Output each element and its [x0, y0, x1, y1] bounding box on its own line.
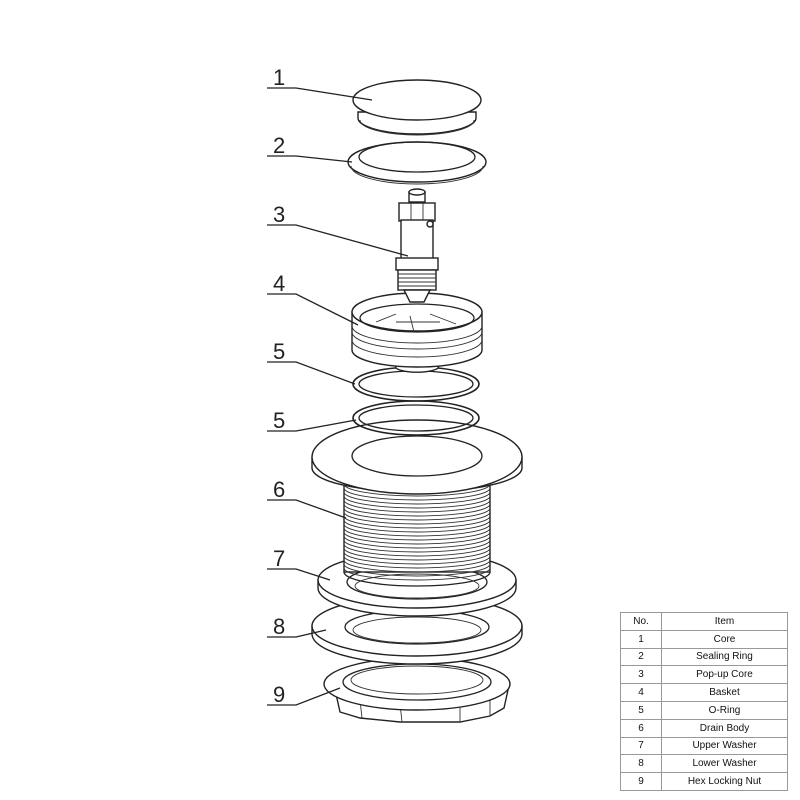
thread-line	[343, 491, 491, 505]
thread-line	[343, 567, 491, 581]
thread-line	[343, 515, 491, 529]
part-basket	[351, 292, 483, 373]
row-no: 2	[620, 647, 662, 667]
thread-line	[343, 511, 491, 525]
callout-number: 8	[273, 614, 285, 639]
callout-leader	[267, 87, 373, 101]
thread-line	[343, 483, 491, 497]
callout-number: 2	[273, 133, 285, 158]
callout-5a: 5	[267, 339, 356, 385]
callout-7: 7	[267, 546, 331, 581]
thread-line	[343, 523, 491, 537]
callout-4: 4	[267, 271, 359, 326]
callout-1: 1	[267, 65, 373, 101]
row-no: 1	[620, 629, 662, 649]
thread-line	[343, 503, 491, 517]
thread-line	[343, 495, 491, 509]
callout-leader	[267, 629, 327, 638]
row-item: O-Ring	[661, 700, 788, 720]
row-no: 6	[620, 718, 662, 738]
row-no: 7	[620, 736, 662, 756]
part-pop-up-core	[395, 188, 439, 303]
callout-leader	[267, 361, 356, 385]
callout-number: 9	[273, 682, 285, 707]
thread-line	[343, 539, 491, 553]
part-hex-locking-nut	[323, 657, 511, 723]
thread-line	[343, 547, 491, 561]
row-item: Basket	[661, 683, 788, 702]
thread-line	[343, 531, 491, 545]
column-header-item: Item	[661, 612, 788, 631]
part-drain-body	[311, 419, 523, 587]
callout-6: 6	[267, 477, 347, 519]
column-header-no: No.	[620, 612, 662, 631]
callout-leader	[267, 155, 353, 163]
callout-number: 7	[273, 546, 285, 571]
table-header-row: No. Item	[620, 612, 788, 631]
thread-line	[343, 527, 491, 541]
row-no: 9	[620, 772, 662, 791]
callout-number: 1	[273, 65, 285, 90]
thread-line	[343, 499, 491, 513]
part-core-cap	[352, 79, 482, 136]
row-item: Sealing Ring	[661, 647, 788, 667]
thread-line	[343, 507, 491, 521]
callout-leader	[267, 687, 341, 706]
row-no: 3	[620, 665, 662, 685]
callout-number: 5	[273, 339, 285, 364]
row-item: Core	[661, 629, 788, 649]
callout-8: 8	[267, 614, 327, 639]
callout-number: 3	[273, 202, 285, 227]
callout-number: 5	[273, 408, 285, 433]
part-sealing-ring	[347, 141, 487, 185]
callout-5b: 5	[267, 408, 357, 433]
drain-body-threads	[343, 479, 491, 581]
row-no: 4	[620, 683, 662, 702]
thread-line	[343, 543, 491, 557]
callout-9: 9	[267, 682, 341, 707]
row-item: Lower Washer	[661, 754, 788, 774]
thread-line	[343, 519, 491, 533]
callout-2: 2	[267, 133, 353, 163]
thread-line	[343, 559, 491, 573]
callout-3: 3	[267, 202, 409, 257]
thread-line	[343, 535, 491, 549]
thread-line	[343, 487, 491, 501]
row-no: 8	[620, 754, 662, 774]
callout-leader	[267, 419, 357, 432]
callout-leader	[267, 293, 359, 326]
thread-line	[343, 555, 491, 569]
thread-line	[343, 563, 491, 577]
row-item: Drain Body	[661, 718, 788, 738]
callout-leader	[267, 568, 331, 581]
callout-group: 1 2 3 4 5 5 6 7	[267, 65, 409, 707]
row-item: Hex Locking Nut	[661, 772, 788, 791]
row-item: Pop-up Core	[661, 665, 788, 685]
callout-leader	[267, 224, 409, 257]
row-item: Upper Washer	[661, 736, 788, 756]
callout-leader	[267, 499, 347, 519]
row-no: 5	[620, 700, 662, 720]
callout-number: 4	[273, 271, 285, 296]
callout-number: 6	[273, 477, 285, 502]
thread-line	[343, 551, 491, 565]
